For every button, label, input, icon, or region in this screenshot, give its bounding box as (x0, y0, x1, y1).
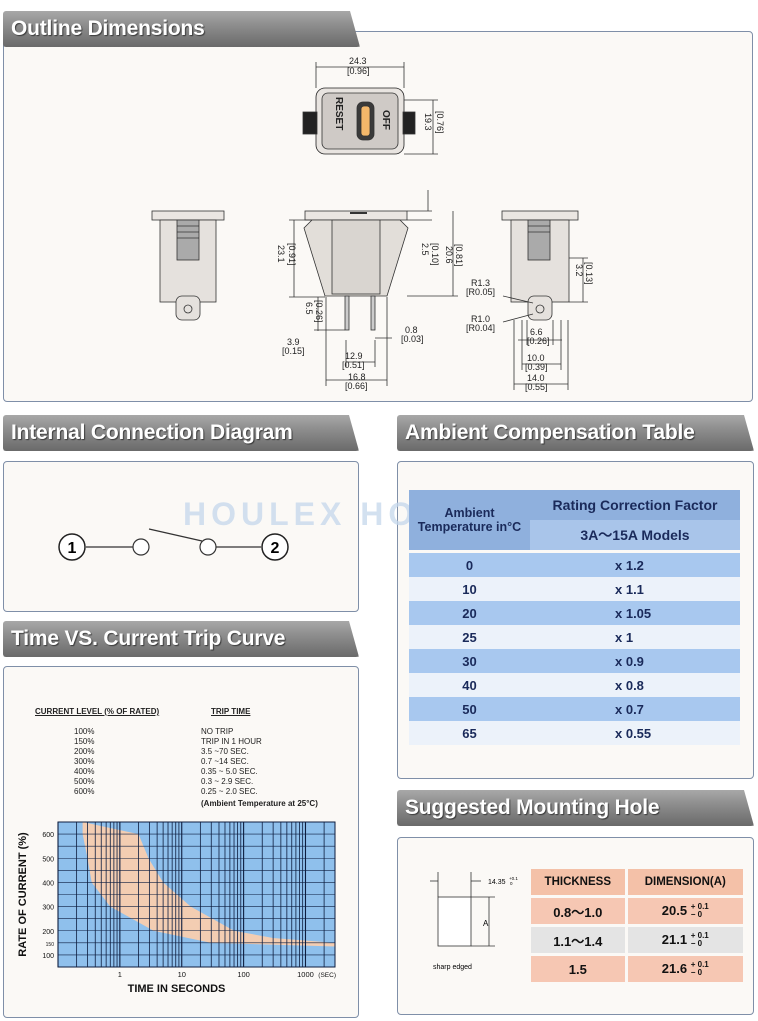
dim-s2-in: [0.39] (525, 362, 548, 372)
terminal-2-circle (261, 533, 289, 561)
mount-dim-tol-lo: 0 (510, 881, 513, 886)
list-item: 200%3.5 ~70 SEC. (74, 747, 249, 756)
table-row: 0.8～1.0 20.5 + 0.1− 0 (531, 898, 743, 924)
dim-total-height: 20.6 (444, 246, 454, 264)
dim-s1-in: [0.26] (527, 336, 550, 346)
mounting-table: THICKNESS DIMENSION(A) 0.8～1.0 20.5 + 0.… (531, 866, 743, 985)
y-tick-label: 150 (46, 942, 55, 948)
trip-table: CURRENT LEVEL (% OF RATED) TRIP TIME 100… (35, 707, 361, 809)
trip-col1-header: CURRENT LEVEL (% OF RATED) (35, 707, 160, 716)
trip-curve-chart: 100 150 200 300 400 500 600 1 10 100 1000 (SEC) TIME… (17, 821, 336, 995)
switch-off-label: OFF (380, 110, 391, 130)
dim-terminal-in: [0.26] (314, 300, 324, 323)
dim-r1-in: [R0.05] (466, 287, 495, 297)
dim-s3: 14.0 (527, 373, 545, 383)
y-tick-label: 600 (42, 832, 54, 839)
dim-top-width: 24.3 (349, 56, 367, 66)
dim-top-width-in: [0.96] (347, 66, 370, 76)
terminal-1-label: 1 (68, 540, 77, 557)
x-tick-label: 1000 (297, 970, 314, 979)
dim-r2-in: [R0.04] (466, 323, 495, 333)
ambient-col2-header: Rating Correction Factor (530, 490, 740, 520)
dim-pin-thick-in: [0.03] (401, 334, 424, 344)
dim-side-offset-in: [0.15] (282, 346, 305, 356)
dim-r1: R1.3 (471, 278, 490, 288)
terminal-1-circle (58, 533, 86, 561)
ambient-title: Ambient Compensation Table (397, 415, 754, 451)
trip-note: (Ambient Temperature at 25°C) (201, 799, 318, 808)
dim-width-bottom: 16.8 (348, 372, 366, 382)
dim-side-h: 3.2 (574, 264, 584, 277)
trip-col2-header: TRIP TIME (211, 707, 251, 716)
y-axis-label: RATE OF CURRENT (%) (17, 832, 29, 957)
list-item: 600%0.25 ~ 2.0 SEC. (74, 787, 258, 796)
y-tick-label: 300 (42, 905, 54, 912)
dim-side-offset: 3.9 (287, 337, 300, 347)
x-tick-label: 1 (118, 970, 122, 979)
dim-top-height-in: [0.76] (435, 111, 445, 134)
mount-dim-tol-hi: +0.1 (509, 876, 518, 881)
dim-r2: R1.0 (471, 314, 490, 324)
ambient-col1-header: Ambient Temperature in°C (409, 490, 530, 550)
trip-band (82, 822, 335, 947)
terminal-2-label: 2 (271, 540, 280, 557)
chart-frame (57, 821, 336, 968)
dim-top-height: 19.3 (423, 113, 433, 131)
dim-s1: 6.6 (530, 327, 543, 337)
dim-pitch: 12.9 (345, 351, 363, 361)
trip-title: Time VS. Current Trip Curve @+25°C (3, 621, 359, 657)
list-item: 100%NO TRIP (74, 727, 234, 736)
mount-a-label: A (483, 919, 489, 928)
list-item: 300%0.7 ~14 SEC. (74, 757, 249, 766)
y-tick-label: 400 (42, 880, 54, 887)
dim-pitch-in: [0.51] (342, 360, 365, 370)
x-tick-label: 10 (178, 970, 186, 979)
dim-flange-in: [0.10] (430, 243, 440, 266)
y-tick-label: 100 (42, 953, 54, 960)
mount-col1-header: THICKNESS (531, 869, 625, 895)
ambient-col2-sub: 3A～15A Models (530, 520, 740, 550)
outline-title: Outline Dimensions (3, 11, 360, 47)
mount-col2-header: DIMENSION(A) (624, 869, 743, 895)
list-item: 500%0.3 ~ 2.9 SEC. (74, 777, 254, 786)
dim-body-height: 23.1 (276, 245, 286, 263)
dim-flange: 2.5 (420, 243, 430, 256)
mount-edge-label: sharp edged (433, 964, 472, 971)
dim-total-height-in: [0.81] (454, 244, 464, 267)
dim-terminal: 6.5 (304, 302, 314, 315)
ambient-table: Ambient Temperature in°C Rating Correcti… (409, 490, 740, 745)
x-axis-label: TIME IN SECONDS (128, 983, 226, 995)
connection-diagram: 1 2 (58, 528, 289, 561)
y-tick-label: 500 (42, 856, 54, 863)
mounting-title: Suggested Mounting Hole (397, 790, 754, 826)
outline-drawing: RESET OFF 24.3 [0.96] 19.3 [0.76] 23.1 [… (151, 56, 594, 392)
dim-side-h-in: [0.13] (584, 262, 594, 285)
dim-width-bottom-in: [0.66] (345, 381, 368, 391)
mount-dim-label: 14.35 (488, 879, 506, 886)
x-tick-label: 100 (237, 970, 250, 979)
dim-s3-in: [0.55] (525, 382, 548, 392)
mounting-hole-drawing: 14.35 +0.1 0 A sharp edged (430, 872, 518, 971)
list-item: 150%TRIP IN 1 HOUR (74, 737, 262, 746)
table-row: 1.5 21.6 + 0.1− 0 (531, 956, 743, 982)
connection-title: Internal Connection Diagram (3, 415, 359, 451)
y-tick-label: 200 (42, 929, 54, 936)
switch-reset-label: RESET (333, 97, 344, 130)
dim-pin-thick: 0.8 (405, 325, 418, 335)
dim-body-height-in: [0.91] (287, 243, 297, 266)
dim-s2: 10.0 (527, 353, 545, 363)
x-unit-label: (SEC) (318, 972, 336, 979)
table-row: 1.1～1.4 21.1 + 0.1− 0 (531, 927, 743, 953)
list-item: 400%0.35 ~ 5.0 SEC. (74, 767, 258, 776)
